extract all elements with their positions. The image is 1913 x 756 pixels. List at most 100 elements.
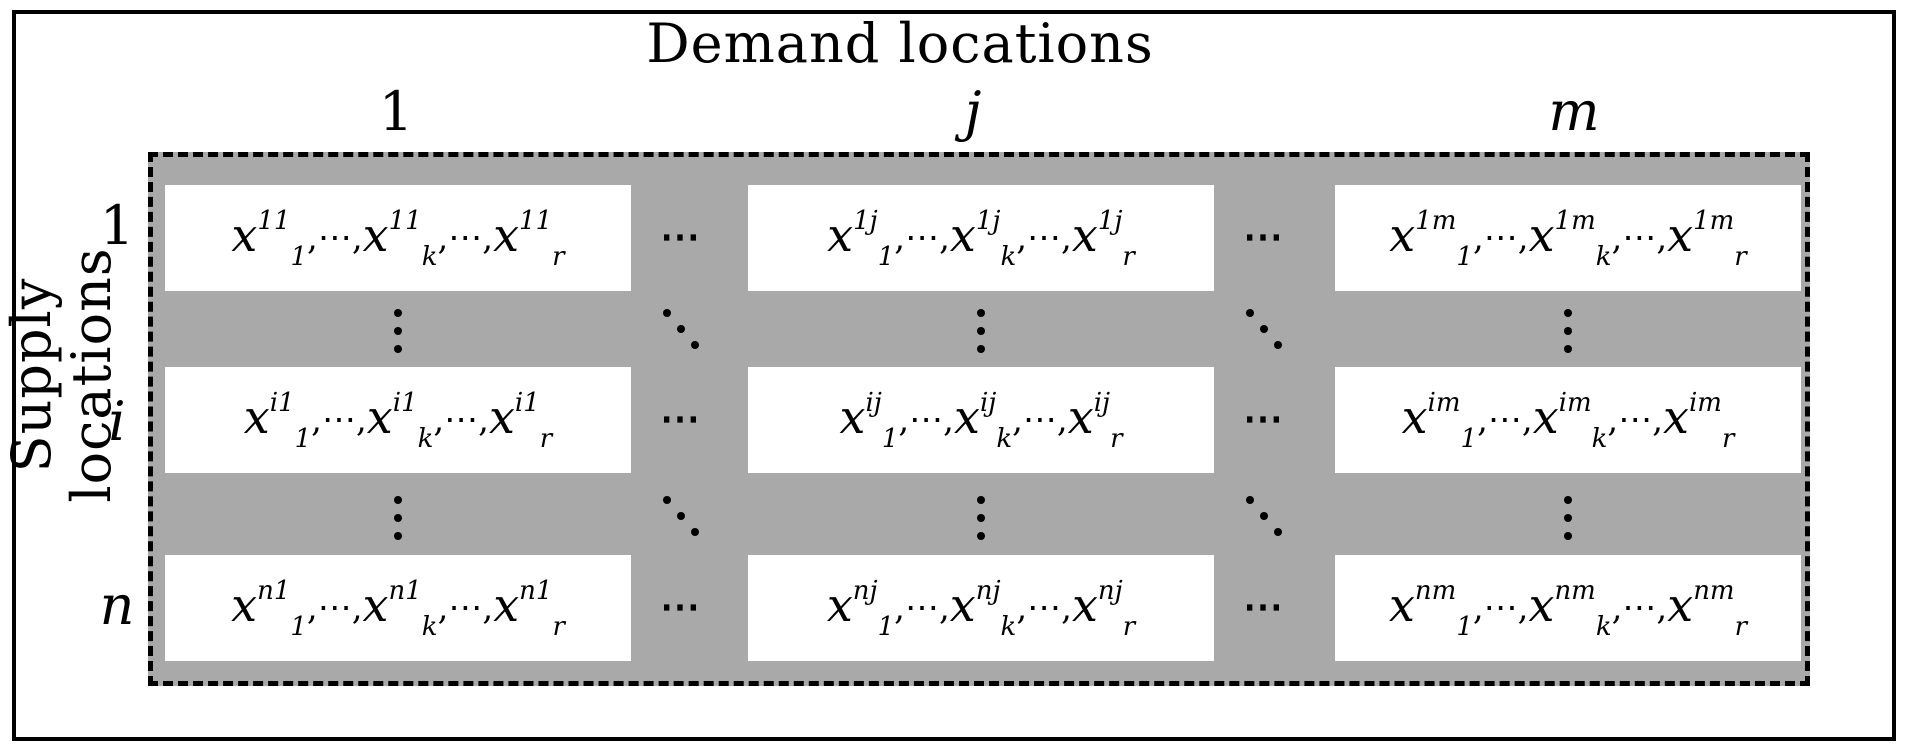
variable-symbol: x [839, 389, 866, 444]
variable-term: xi1r [488, 387, 552, 455]
horizontal-ellipsis: ⋯ [660, 583, 700, 630]
variable-symbol: x [362, 207, 389, 262]
term-separator: ,⋯, [1016, 588, 1072, 628]
variable-superscript: 11 [519, 205, 553, 236]
variable-symbol: x [493, 207, 520, 262]
variable-superscript: i1 [514, 387, 540, 418]
variable-superscript: nm [1693, 575, 1735, 606]
ellipsis-dot [1260, 512, 1268, 520]
ellipsis-dot [663, 309, 671, 317]
variable-subscript: k [421, 612, 438, 643]
column-header-j: j [964, 80, 982, 143]
variable-term: ximr [1663, 387, 1734, 455]
supply-locations-label: Supply locations [0, 247, 123, 503]
variable-cell: xnm1,⋯,xnmk,⋯,xnmr [1335, 555, 1801, 661]
term-separator: ,⋯, [307, 218, 363, 258]
variable-superscript: nm [1414, 575, 1457, 606]
variable-cell: x111,⋯,x11k,⋯,x11r [165, 185, 631, 291]
variable-subscript: 1 [294, 424, 312, 455]
variable-superscript: nj [1097, 575, 1123, 606]
variable-symbol: x [231, 207, 258, 262]
horizontal-ellipsis: ⋯ [1243, 213, 1283, 260]
variable-symbol: x [1528, 207, 1555, 262]
variable-subscript: k [1000, 612, 1017, 643]
variable-subscript: k [1595, 242, 1612, 273]
variable-symbol: x [1528, 577, 1555, 632]
row-header-i: i [108, 390, 126, 453]
variable-subscript: r [1122, 612, 1136, 643]
variable-superscript: 11 [388, 205, 422, 236]
term-separator: ,⋯, [306, 588, 363, 628]
variable-superscript: ij [865, 387, 882, 418]
variable-subscript: k [1595, 612, 1612, 643]
variable-term: x111 [231, 206, 307, 273]
term-separator: ,⋯, [894, 218, 950, 258]
ellipsis-dot [977, 514, 985, 522]
variable-term: xijk [954, 387, 1012, 455]
horizontal-ellipsis: ⋯ [660, 213, 700, 260]
variable-term: xnj1 [827, 576, 894, 643]
variable-cell: x1m1,⋯,x1mk,⋯,x1mr [1335, 185, 1801, 291]
diagonal-ellipsis [655, 305, 709, 359]
variable-symbol: x [366, 389, 393, 444]
horizontal-ellipsis: ⋯ [1243, 583, 1283, 630]
term-separator: ,⋯, [1472, 218, 1529, 258]
ellipsis-dot [394, 309, 402, 317]
variable-term: x1jk [950, 206, 1016, 273]
variable-superscript: ij [979, 387, 997, 418]
ellipsis-dot [394, 327, 402, 335]
variable-symbol: x [1071, 207, 1098, 262]
term-separator: ,⋯, [311, 400, 367, 440]
ellipsis-dot [977, 496, 985, 504]
ellipsis-dot [977, 327, 985, 335]
ellipsis-dot [1564, 532, 1572, 540]
variable-superscript: nj [975, 575, 1001, 606]
vertical-ellipsis [971, 305, 991, 359]
variable-term: xnm1 [1388, 575, 1473, 643]
variable-term: x11k [362, 205, 438, 273]
variable-term: xi11 [243, 388, 311, 455]
variable-term: x11r [493, 205, 564, 273]
variable-superscript: n1 [257, 575, 291, 606]
variable-term: x1m1 [1389, 206, 1473, 273]
ellipsis-dot [1564, 496, 1572, 504]
variable-term: xnjr [1072, 575, 1135, 643]
variable-superscript: 1j [853, 205, 878, 236]
diagonal-ellipsis [1238, 492, 1292, 546]
variable-symbol: x [1667, 207, 1694, 262]
variable-symbol: x [231, 577, 258, 632]
term-separator: ,⋯, [437, 588, 494, 628]
variable-symbol: x [1388, 577, 1415, 632]
variable-symbol: x [243, 389, 270, 444]
variable-term: xnjk [950, 575, 1017, 643]
term-separator: ,⋯, [1477, 400, 1533, 440]
ellipsis-dot [394, 532, 402, 540]
variable-cell: xnj1,⋯,xnjk,⋯,xnjr [748, 555, 1214, 661]
ellipsis-dot [1274, 528, 1282, 536]
variable-cell: xi11,⋯,xi1k,⋯,xi1r [165, 367, 631, 473]
ellipsis-dot [1246, 309, 1254, 317]
term-separator: ,⋯, [1012, 400, 1068, 440]
ellipsis-dot [677, 325, 685, 333]
variable-subscript: 1 [1460, 424, 1478, 455]
variable-subscript: k [996, 424, 1013, 455]
variable-superscript: im [1688, 387, 1722, 418]
variable-subscript: r [1734, 612, 1748, 643]
horizontal-ellipsis: ⋯ [660, 395, 700, 442]
variable-superscript: n1 [519, 575, 553, 606]
variable-superscript: im [1558, 387, 1592, 418]
vertical-ellipsis [1558, 305, 1578, 359]
variable-term: xn11 [231, 575, 307, 643]
variable-term: xij 1 [839, 387, 898, 455]
variable-term: xim1 [1402, 388, 1477, 455]
variable-symbol: x [488, 389, 515, 444]
ellipsis-dot [1260, 325, 1268, 333]
variable-term: ximk [1533, 387, 1608, 455]
variable-term: xi1k [366, 388, 434, 455]
variable-subscript: r [1734, 242, 1747, 273]
column-header-1: 1 [378, 80, 414, 143]
variable-term: x1mk [1528, 206, 1612, 273]
diagonal-ellipsis [1238, 305, 1292, 359]
variable-subscript: 1 [881, 424, 899, 455]
